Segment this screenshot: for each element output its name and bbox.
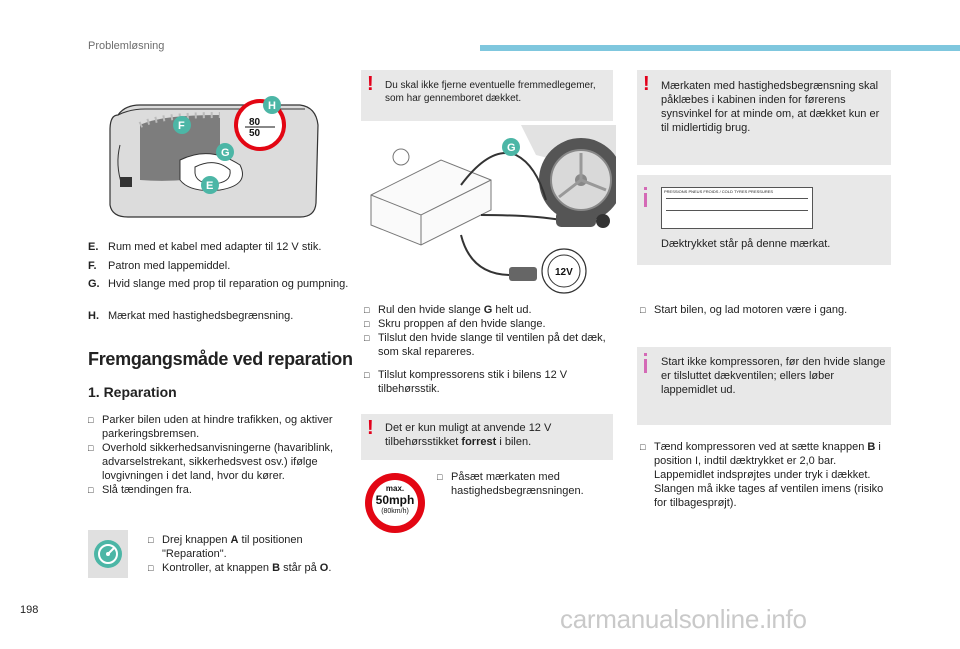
header-bar — [480, 45, 960, 51]
hose-step-1: Rul den hvide slange G helt ud. — [364, 303, 614, 317]
repair-kit-illustration: 80 50 H F G E — [109, 96, 319, 218]
plug-step: Tilslut kompressorens stik i bilens 12 V… — [364, 368, 614, 396]
step-item: Overhold sikkerhedsanvisningerne (havari… — [88, 441, 336, 483]
legend-text: Rum med et kabel med adapter til 12 V st… — [108, 241, 322, 253]
info-icon — [644, 353, 647, 373]
legend-item-f: F. Patron med lappemiddel. — [88, 259, 348, 273]
info-compressor: Start ikke kompressoren, før den hvide s… — [637, 347, 891, 425]
final-step-item: Tænd kompressoren ved at sætte knappen B… — [640, 440, 890, 510]
footer-watermark: carmanualsonline.info — [560, 604, 807, 634]
legend-key: G. — [88, 278, 100, 290]
warning-icon: ! — [367, 417, 374, 439]
knob-step-2: Kontroller, at knappen B står på O. — [148, 561, 348, 575]
start-engine-item: Start bilen, og lad motoren være i gang. — [640, 303, 890, 317]
sticker-step-item: Påsæt mærkaten med hastighedsbegrænsning… — [437, 470, 612, 498]
info-icon — [644, 187, 647, 207]
plug-step-item: Tilslut kompressorens stik i bilens 12 V… — [364, 368, 614, 396]
info-pressure-label: PRESSIONS PNEUS FROIDS / COLD TYRES PRES… — [637, 175, 891, 265]
warning-foreign-objects: ! Du skal ikke fjerne eventuelle fremmed… — [361, 70, 613, 121]
legend-key: H. — [88, 310, 99, 322]
warning-sticker: ! Mærkaten med hastighedsbegrænsning ska… — [637, 70, 891, 165]
section-header: Problemløsning — [88, 40, 165, 52]
legend-item-e: E. Rum med et kabel med adapter til 12 V… — [88, 240, 348, 254]
compressor-hose-illustration: 12V G — [370, 125, 616, 294]
legend-text: Patron med lappemiddel. — [108, 260, 231, 272]
step-item: Slå tændingen fra. — [88, 483, 336, 497]
start-engine-step: Start bilen, og lad motoren være i gang. — [640, 303, 890, 317]
svg-text:G: G — [507, 142, 516, 154]
hose-steps: Rul den hvide slange G helt ud. Skru pro… — [364, 303, 614, 359]
svg-text:50: 50 — [249, 128, 261, 139]
preparation-steps: Parker bilen uden at hindre trafikken, o… — [88, 413, 336, 497]
svg-text:G: G — [221, 147, 230, 159]
svg-text:H: H — [268, 100, 276, 112]
legend-text: Mærkat med hastighedsbegrænsning. — [108, 310, 294, 322]
legend-item-h: H. Mærkat med hastighedsbegrænsning. — [88, 309, 348, 323]
warning-icon: ! — [367, 73, 374, 95]
hose-step-2: Skru proppen af den hvide slange. — [364, 317, 614, 331]
legend-key: F. — [88, 260, 97, 272]
section-title: Fremgangsmåde ved reparation — [88, 349, 353, 369]
step-item: Parker bilen uden at hindre trafikken, o… — [88, 413, 336, 441]
speed-limit-sign: max. 50mph (80km/h) — [365, 473, 425, 533]
legend-key: E. — [88, 241, 99, 253]
sticker-step: Påsæt mærkaten med hastighedsbegrænsning… — [437, 470, 612, 498]
page-number: 198 — [20, 604, 39, 616]
warning-front-socket: ! Det er kun muligt at anvende 12 V tilb… — [361, 414, 613, 460]
final-step: Tænd kompressoren ved at sætte knappen B… — [640, 440, 890, 510]
repair-mode-icon — [88, 530, 128, 578]
svg-text:F: F — [178, 120, 185, 132]
hose-step-3: Tilslut den hvide slange til ventilen på… — [364, 331, 614, 359]
svg-text:E: E — [206, 180, 213, 192]
svg-text:12V: 12V — [555, 267, 573, 278]
legend-text: Hvid slange med prop til reparation og p… — [108, 278, 349, 290]
pressure-label-image: PRESSIONS PNEUS FROIDS / COLD TYRES PRES… — [661, 187, 813, 229]
warning-icon: ! — [643, 73, 650, 95]
legend-item-g: G. Hvid slange med prop til reparation o… — [88, 277, 348, 305]
knob-step-1: Drej knappen A til positionen "Reparatio… — [148, 533, 348, 561]
svg-text:80: 80 — [249, 117, 261, 128]
sub-title: 1. Reparation — [88, 384, 177, 400]
knob-steps: Drej knappen A til positionen "Reparatio… — [148, 533, 348, 575]
